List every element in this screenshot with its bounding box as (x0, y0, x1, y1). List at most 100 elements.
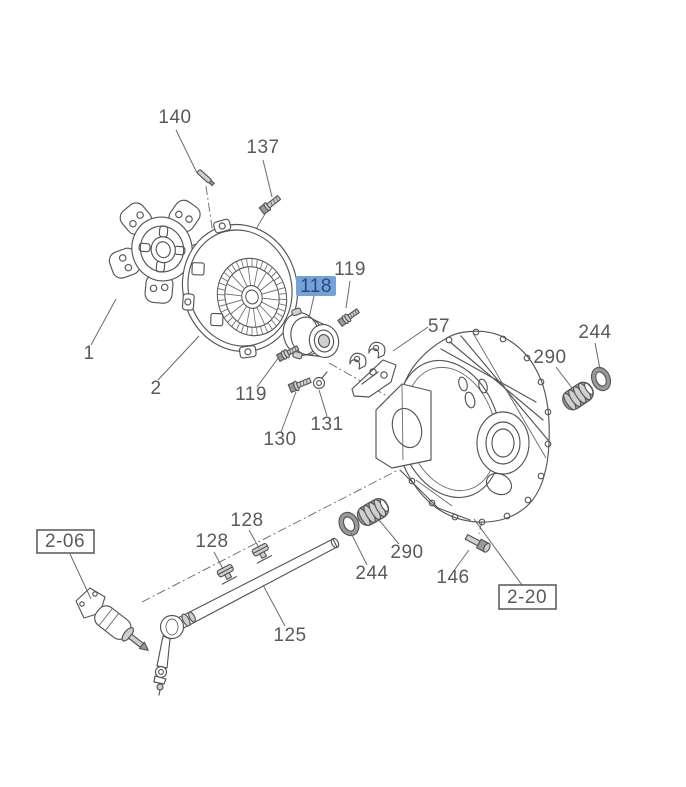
diaphragm-line (253, 268, 258, 286)
diaphragm-line (217, 294, 225, 296)
diaphragm-line (224, 272, 230, 278)
diaphragm-line (219, 282, 226, 286)
diaphragm-line (231, 320, 237, 327)
diaphragm-line (246, 326, 249, 335)
diaphragm-line (279, 303, 286, 306)
callout-2[interactable]: 2 (150, 378, 161, 399)
diaphragm-line (221, 308, 228, 313)
diaphragm-line (251, 327, 253, 336)
callout-131[interactable]: 131 (310, 414, 343, 435)
diaphragm-line (279, 293, 286, 295)
ref-box-2-06 (36, 529, 95, 554)
diaphragm-line (276, 312, 283, 317)
diaphragm-line (271, 271, 277, 278)
diaphragm-line (227, 283, 243, 293)
diaphragm-line (253, 308, 257, 327)
diaphragm-line (251, 258, 253, 267)
bolt-part-119-lower (276, 345, 300, 362)
callout-130[interactable]: 130 (263, 429, 296, 450)
diaphragm-line (274, 316, 280, 322)
spring-part-290-lower (356, 498, 390, 527)
callout-137[interactable]: 137 (246, 137, 279, 158)
diaphragm-line (231, 275, 245, 289)
washer-part-131 (312, 371, 328, 390)
diaphragm-line (218, 288, 225, 291)
diaphragm-line (236, 261, 240, 269)
callout-2-20[interactable]: 2-20 (507, 587, 547, 608)
diaphragm-line (236, 323, 240, 331)
diaphragm-line (247, 267, 251, 286)
diaphragm-line (267, 267, 273, 274)
diaphragm-line (262, 289, 278, 295)
diaphragm-line (230, 303, 244, 315)
bolt-part-137 (258, 194, 282, 215)
callout-2-06[interactable]: 2-06 (45, 531, 85, 552)
bell-housing (375, 328, 552, 526)
diaphragm-line (267, 322, 273, 330)
diaphragm-line (260, 326, 263, 335)
shift-shaft-part-125 (153, 537, 340, 696)
diaphragm-line (227, 267, 233, 275)
pin-part-140 (196, 169, 215, 187)
diaphragm-line (219, 304, 226, 307)
diaphragm-line (278, 308, 285, 312)
bolt-part-119-upper (337, 308, 360, 327)
diaphragm-line (260, 279, 274, 291)
callout-290-upper[interactable]: 290 (533, 347, 566, 368)
seal-ring-part-244-upper (590, 366, 612, 392)
diaphragm-line (276, 281, 283, 286)
callout-118-highlight (296, 276, 336, 296)
callout-290-lower[interactable]: 290 (390, 542, 423, 563)
callout-244-lower[interactable]: 244 (355, 563, 388, 584)
diaphragm-line (264, 325, 268, 333)
callout-146[interactable]: 146 (436, 567, 469, 588)
diaphragm-line (221, 277, 228, 282)
callout-1[interactable]: 1 (83, 343, 94, 364)
diaphragm-line (227, 316, 233, 323)
seal-ring-part-244-lower (338, 511, 360, 537)
diaphragm-line (231, 264, 237, 272)
release-bearing-part-118 (282, 307, 340, 360)
callout-125[interactable]: 125 (273, 625, 306, 646)
callout-244-upper[interactable]: 244 (578, 322, 611, 343)
callout-128-upper[interactable]: 128 (230, 510, 263, 531)
diaphragm-line (261, 301, 277, 311)
diaphragm-spring (216, 257, 288, 337)
diaphragm-line (239, 269, 248, 287)
diaphragm-line (255, 259, 258, 268)
diaphragm-line (241, 325, 244, 333)
diaphragm-line (225, 293, 242, 297)
release-fork-bracket-part-57 (349, 341, 397, 398)
ref-box-2-20 (498, 584, 557, 610)
callout-128-lower[interactable]: 128 (195, 531, 228, 552)
diaphragm-line (237, 306, 247, 322)
diaphragm-line (224, 312, 230, 318)
pressure-plate-part-2 (181, 218, 299, 359)
callout-119-lower[interactable]: 119 (235, 384, 267, 405)
callout-140[interactable]: 140 (158, 107, 191, 128)
diaphragm-line (262, 297, 279, 301)
diaphragm-line (256, 307, 265, 325)
diaphragm-line (255, 327, 258, 336)
spring-part-290-upper (562, 381, 594, 411)
diaphragm-line (246, 308, 251, 326)
diaphragm-line (259, 305, 273, 319)
callout-57[interactable]: 57 (428, 316, 450, 337)
clip-part-128-upper (251, 542, 272, 564)
diaphragm-line (226, 299, 242, 305)
diaphragm-line (260, 261, 263, 269)
clip-part-128-lower (216, 563, 237, 585)
bolt-part-146 (464, 534, 491, 553)
callout-118[interactable]: 118 (300, 276, 332, 297)
bolt-part-130 (287, 377, 312, 393)
diaphragm-line (274, 276, 280, 282)
diaphragm-line (241, 259, 244, 268)
diaphragm-line (279, 298, 287, 300)
leader-lines (69, 129, 601, 627)
callout-119-upper[interactable]: 119 (334, 259, 366, 280)
diaphragm-line (218, 299, 225, 301)
slave-cylinder-ref-2-06 (75, 587, 149, 651)
diaphragm-line (246, 258, 249, 267)
callouts: 140 137 1 2 118 119 57 244 290 119 130 1… (36, 107, 611, 646)
